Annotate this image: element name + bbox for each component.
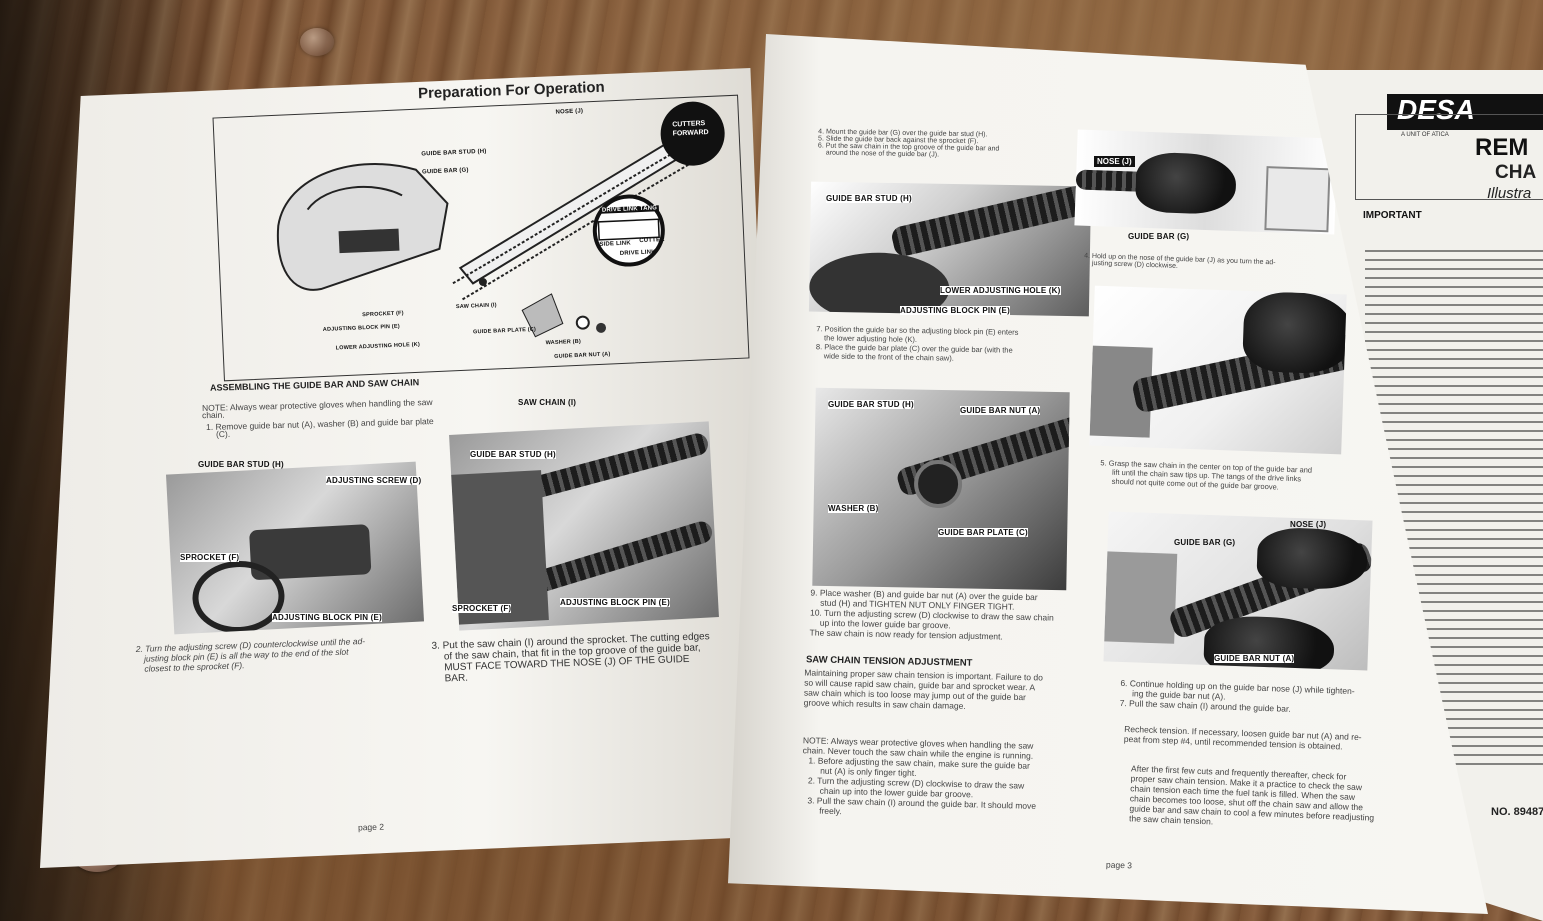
label-cutters-forward: CUTTERS FORWARD [672,120,709,138]
photo5-label-bar: GUIDE BAR (G) [1128,232,1190,241]
photo-part [526,518,715,596]
step6b-block: 6. Continue holding up on the guide bar … [1120,678,1355,716]
tension-note: NOTE: Always wear protective gloves when… [801,735,1037,821]
page-number-right: page 3 [1105,859,1133,871]
note-line-2: chain. [201,409,225,421]
manual-page-2: Preparation For Operation NOSE (J) GUIDE… [40,68,780,868]
recheck-block: Recheck tension. If necessary, loosen gu… [1124,724,1362,752]
photo1-label-sprocket: SPROCKET (F) [180,553,240,562]
photo-guide-bar-plate [812,387,1070,591]
label-nose: NOSE (J) [555,108,584,116]
photo-hold-nose [1074,129,1338,235]
step4b-block: 4. Hold up on the nose of the guide bar … [1084,253,1276,274]
step5b-block: 5. Grasp the saw chain in the center on … [1100,458,1312,492]
label-cutter: CUTTER [639,236,665,245]
photo2-label-stud: GUIDE BAR STUD (H) [470,450,556,459]
photo2-label-pin: ADJUSTING BLOCK PIN (E) [560,598,670,607]
page-title: Preparation For Operation [417,78,605,103]
note-line-1: NOTE: Always wear protective gloves when… [201,396,433,414]
after-block: After the first few cuts and frequently … [1129,763,1376,832]
steps-9-10: 9. Place washer (B) and guide bar nut (A… [810,587,1055,642]
photo2-label-chain: SAW CHAIN (I) [518,398,577,407]
photo-adjusting-screw [165,461,425,635]
photo2-label-sprocket: SPROCKET (F) [452,604,512,613]
brand-name: DESA [1397,94,1475,125]
photo-glove [1134,151,1237,216]
photo4-label-nut: GUIDE BAR NUT (A) [960,406,1041,415]
photo7-label-nose: NOSE (J) [1290,520,1327,529]
title-line-2: CHA [1495,162,1537,183]
step2-block: 2. Turn the adjusting screw (D) counterc… [136,636,366,674]
photo4-label-plate: GUIDE BAR PLATE (C) [938,528,1028,537]
page-number-left: page 2 [357,821,385,833]
chainsaw-diagram [276,101,725,338]
photo1-label-screw: ADJUSTING SCREW (D) [326,476,422,485]
title-box [1355,114,1543,200]
steps-7-8: 7. Position the guide bar so the adjusti… [816,324,1019,364]
tension-paragraph: Maintaining proper saw chain tension is … [804,668,1043,713]
brass-rivet-top [300,28,334,56]
photo-part [451,470,549,625]
photo-lift-chain [1089,285,1347,455]
photo7-label-bar: GUIDE BAR (G) [1174,538,1236,547]
step1-line-2: (C). [215,428,231,440]
photo1-label-stud: GUIDE BAR STUD (H) [198,460,284,469]
photo7-label-nut: GUIDE BAR NUT (A) [1214,654,1295,663]
photo-tighten-nut [1103,511,1373,671]
photo5-label-nose: NOSE (J) [1094,156,1135,167]
brand-subtitle: A UNIT OF ATICA [1401,132,1449,138]
step3-block: 3. Put the saw chain (I) around the spro… [431,631,711,685]
title-line-1: REM [1475,134,1529,161]
tension-heading: SAW CHAIN TENSION ADJUSTMENT [805,654,973,669]
title-line-3: Illustra [1487,185,1532,202]
photo3-label-pin: ADJUSTING BLOCK PIN (E) [900,306,1010,315]
brand-logo: DESA [1387,94,1543,130]
step1-line-1: 1. Remove guide bar nut (A), washer (B) … [205,416,434,432]
photo-glove [1241,290,1347,375]
photo-part [1104,551,1178,644]
photo-part [913,459,963,509]
steps-4-6: 4. Mount the guide bar (G) over the guid… [818,128,1000,159]
part-number: NO. 89487 [1491,806,1543,818]
photo4-label-washer: WASHER (B) [828,504,879,513]
photo-part [1264,166,1331,233]
photo4-label-stud: GUIDE BAR STUD (H) [828,400,914,409]
photo3-label-stud: GUIDE BAR STUD (H) [826,194,912,203]
photo3-label-hole: LOWER ADJUSTING HOLE (K) [940,286,1061,295]
photo-part [889,181,1092,259]
exploded-diagram: NOSE (J) GUIDE BAR STUD (H) GUIDE BAR (G… [212,94,750,382]
photo1-label-pin: ADJUSTING BLOCK PIN (E) [272,613,382,622]
photo-glove [1256,526,1369,591]
important-label: IMPORTANT [1363,210,1422,221]
